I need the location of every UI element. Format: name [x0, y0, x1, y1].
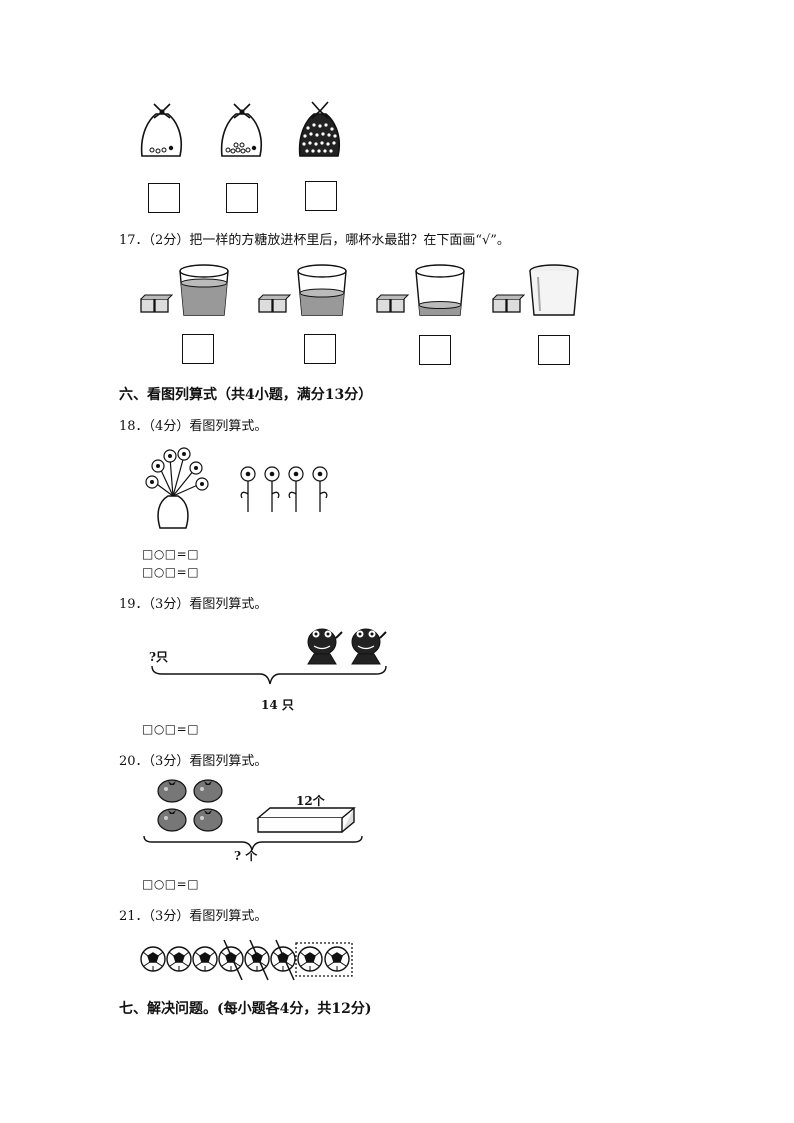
q18-equation-2[interactable]: □○□=□ — [142, 565, 200, 579]
flower-vase-icon — [145, 447, 209, 529]
sugar-cubes-and-low-cup-icon — [376, 264, 465, 316]
four-flowers-icon — [240, 466, 328, 512]
soccer-ball-crossed-icon — [244, 939, 270, 981]
q19-equation[interactable]: □○□=□ — [142, 722, 200, 736]
q18-text: 18．（4分）看图列算式。 — [119, 419, 268, 434]
q19-total-label: 14 只 — [261, 698, 294, 712]
closed-box-icon — [256, 807, 356, 833]
soccer-ball-crossed-icon — [270, 939, 296, 981]
q17-answer-box-4[interactable] — [538, 335, 570, 365]
four-tomatoes-icon — [157, 779, 223, 832]
q20-box-label: 12个 — [296, 794, 325, 808]
q19-total-brace — [151, 665, 387, 685]
soccer-ball-icon — [324, 946, 350, 972]
q16-answer-box-3[interactable] — [305, 181, 337, 211]
sugar-cubes-and-empty-cup-icon — [492, 264, 579, 316]
two-frogs-icon — [307, 628, 387, 665]
soccer-ball-crossed-icon — [218, 939, 244, 981]
section-7-title: 七、解决问题。(每小题各4分，共12分) — [119, 1001, 372, 1017]
soccer-ball-icon — [166, 946, 192, 972]
q19-unknown-label: ?只 — [149, 650, 169, 664]
q17-answer-box-2[interactable] — [304, 334, 336, 364]
q20-equation[interactable]: □○□=□ — [142, 877, 200, 891]
q17-answer-box-1[interactable] — [182, 334, 214, 364]
candy-bag-many-icon — [298, 101, 341, 157]
candy-bag-few-icon — [140, 103, 183, 157]
soccer-ball-icon — [192, 946, 218, 972]
q19-text: 19．（3分）看图列算式。 — [119, 597, 268, 612]
sugar-cubes-and-half-cup-icon — [258, 264, 347, 316]
sugar-cubes-and-full-cup-icon — [140, 264, 229, 316]
q18-equation-1[interactable]: □○□=□ — [142, 547, 200, 561]
soccer-ball-icon — [140, 946, 166, 972]
candy-bag-some-icon — [220, 103, 263, 157]
soccer-ball-icon — [297, 946, 323, 972]
q20-total-brace — [143, 835, 363, 851]
q21-text: 21．（3分）看图列算式。 — [119, 909, 268, 924]
q17-answer-box-3[interactable] — [419, 335, 451, 365]
q17-text: 17．（2分）把一样的方糖放进杯里后，哪杯水最甜？在下面画“√”。 — [119, 233, 510, 248]
q20-total-label: ? 个 — [234, 849, 258, 863]
section-6-title: 六、看图列算式（共4小题，满分13分） — [119, 387, 373, 403]
q21-soccer-balls — [140, 939, 353, 981]
q20-text: 20．（3分）看图列算式。 — [119, 754, 268, 769]
q16-answer-box-1[interactable] — [148, 183, 180, 213]
q16-answer-box-2[interactable] — [226, 183, 258, 213]
